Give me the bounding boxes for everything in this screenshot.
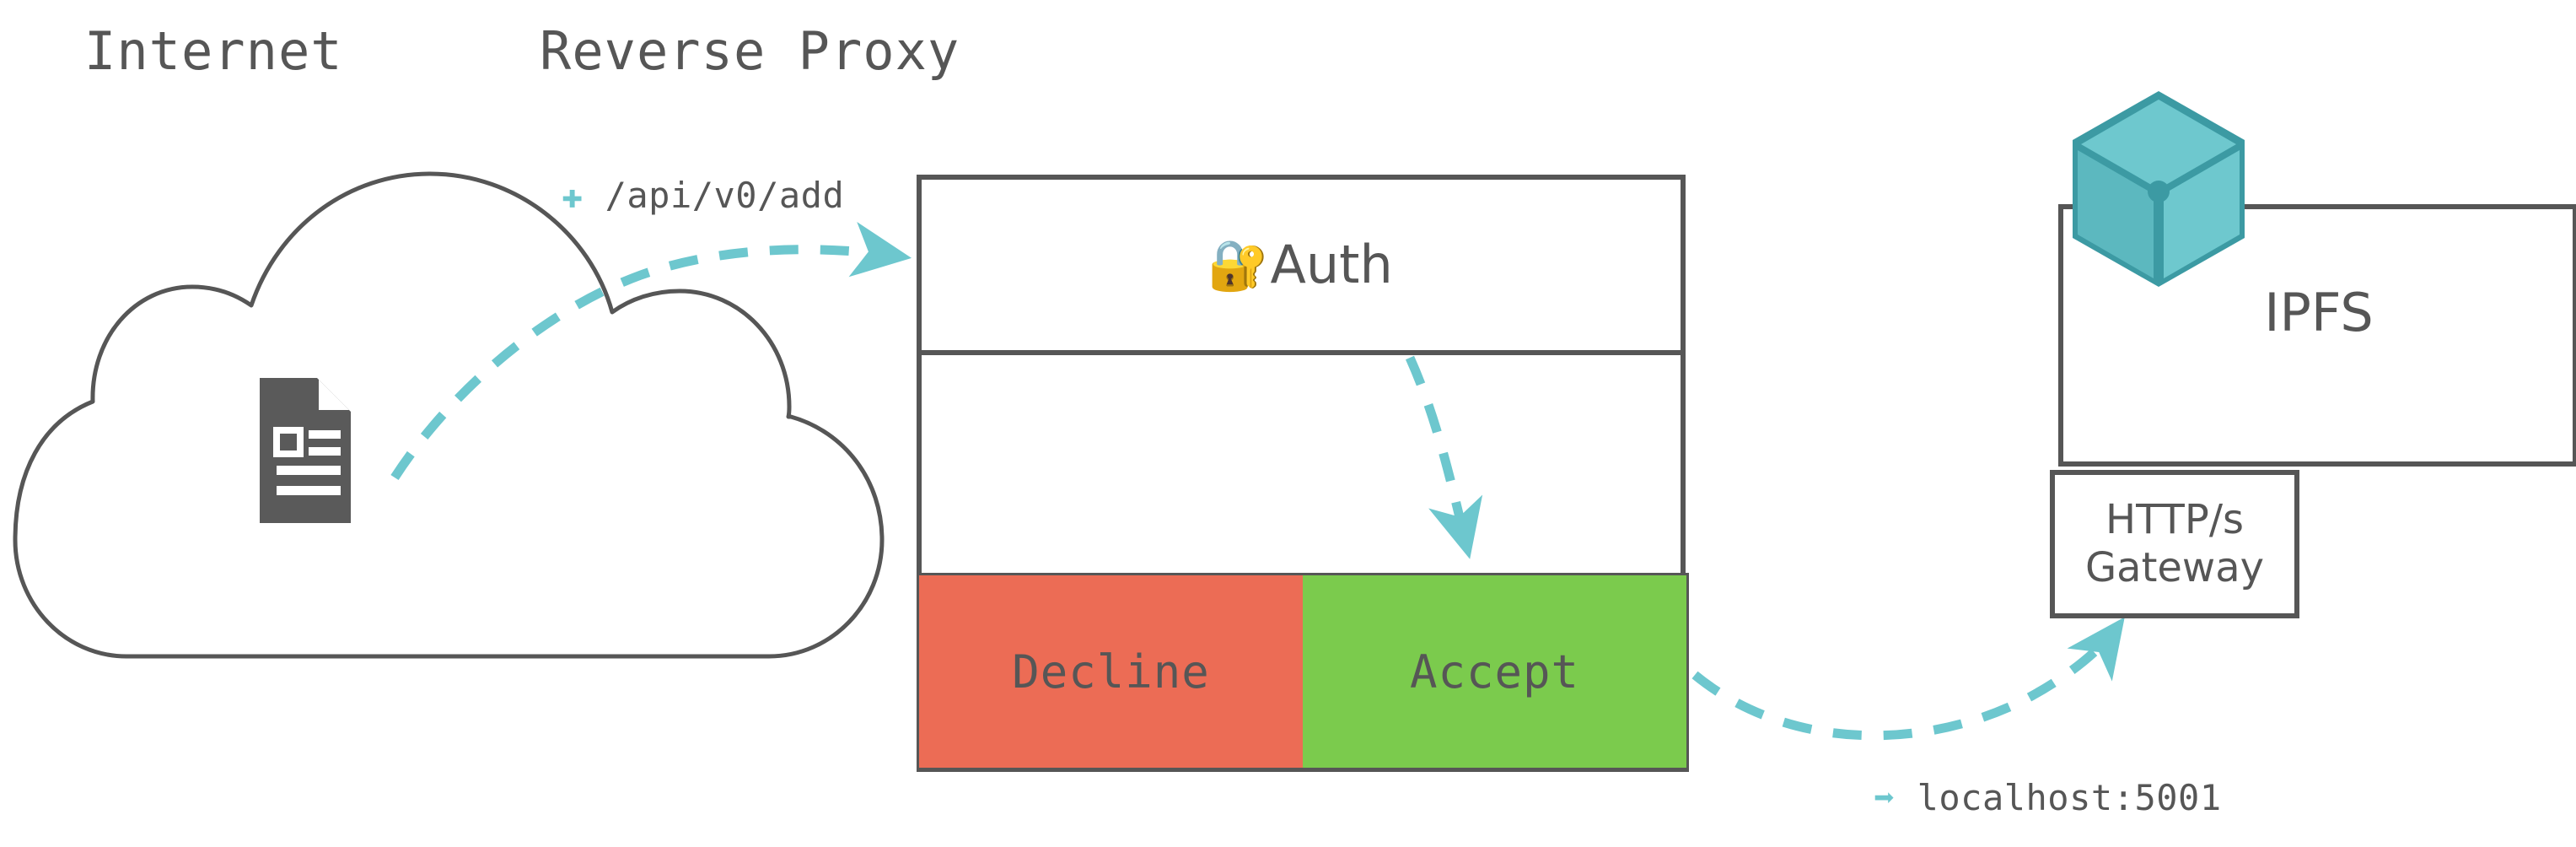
api-endpoint-text: /api/v0/add: [605, 175, 845, 216]
http-gateway-label-line1: HTTP/s: [2105, 496, 2244, 544]
auth-row[interactable]: 🔐 Auth: [917, 175, 1683, 353]
http-gateway-label-line2: Gateway: [2084, 544, 2265, 591]
locked-with-key-icon: 🔐: [1207, 235, 1269, 294]
localhost-endpoint-text: localhost:5001: [1917, 777, 2222, 818]
decline-button[interactable]: Decline: [919, 575, 1303, 768]
page-title-reverse-proxy: Reverse Proxy: [540, 20, 960, 82]
http-gateway-label: HTTP/s Gateway: [2052, 472, 2297, 616]
auth-label: Auth: [1270, 233, 1393, 295]
plus-icon: ✚: [562, 175, 583, 216]
ipfs-label: IPFS: [2264, 281, 2374, 343]
edge-request-arrow: [390, 222, 912, 480]
page-title-internet: Internet: [84, 20, 343, 82]
arrow-right-icon: ➡: [1874, 777, 1896, 818]
edge-accept-to-gateway-arrow: [1691, 617, 2125, 741]
cloud-shape: [13, 171, 885, 659]
accept-button[interactable]: Accept: [1303, 575, 1686, 768]
ipfs-cube-icon: [2073, 91, 2245, 287]
document-icon: [260, 378, 351, 523]
localhost-endpoint-label: ➡ localhost:5001: [1874, 777, 2222, 818]
auth-row-content: 🔐 Auth: [1207, 233, 1393, 295]
edge-auth-to-accept-arrow: [1405, 355, 1483, 559]
api-endpoint-label: ✚ /api/v0/add: [562, 175, 844, 216]
http-gateway-box: [2050, 470, 2299, 618]
